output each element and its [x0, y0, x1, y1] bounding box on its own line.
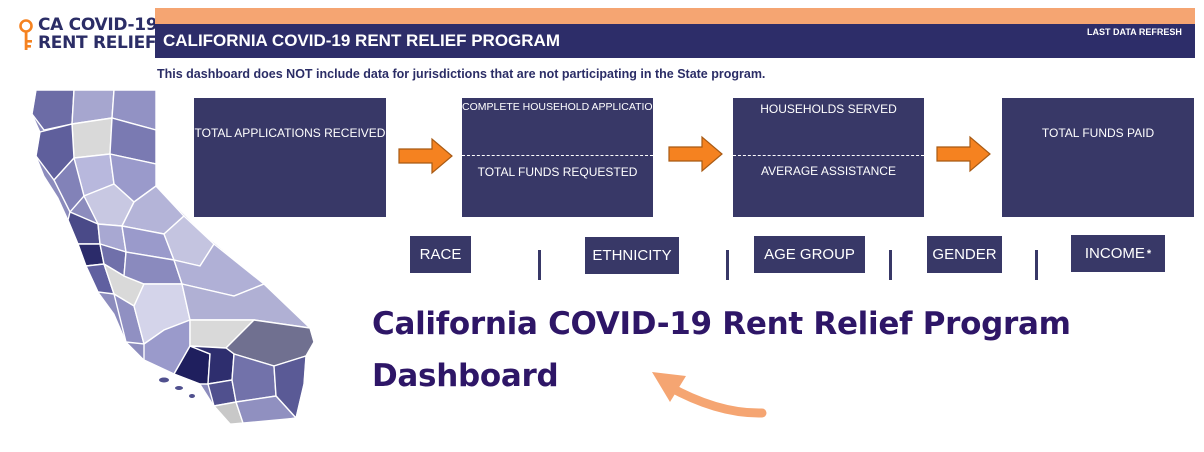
filter-ethnicity-label: ETHNICITY — [592, 247, 672, 264]
curved-arrow-icon — [652, 372, 767, 418]
headline-line-2: Dashboard — [372, 358, 559, 394]
total-funds-paid-card[interactable]: TOTAL FUNDS PAID — [1002, 98, 1194, 217]
filter-age-group-label: AGE GROUP — [764, 246, 855, 263]
total-applications-label: TOTAL APPLICATIONS RECEIVED — [194, 126, 386, 140]
card-notch — [653, 134, 660, 160]
key-icon — [19, 19, 33, 50]
disclaimer-text: This dashboard does NOT include data for… — [157, 67, 766, 81]
average-assistance-label: AVERAGE ASSISTANCE — [761, 164, 896, 178]
filter-race-label: RACE — [419, 246, 462, 263]
header-bar — [155, 24, 1195, 58]
households-served-label: HOUSEHOLDS SERVED — [760, 102, 897, 116]
complete-applications-card[interactable]: COMPLETE HOUSEHOLD APPLICATIONS TOTAL FU… — [462, 98, 668, 217]
flow-arrow-icon — [936, 135, 991, 173]
card-notch — [455, 134, 462, 160]
filter-separator — [889, 250, 892, 280]
filter-separator — [1035, 250, 1038, 280]
filter-income-label: INCOME — [1084, 245, 1145, 262]
logo-line-2: RENT RELIEF — [38, 33, 157, 53]
filter-separator — [538, 250, 541, 280]
card-divider — [462, 155, 653, 156]
filter-ethnicity-button[interactable]: ETHNICITY — [585, 237, 679, 274]
total-applications-card[interactable]: TOTAL APPLICATIONS RECEIVED — [194, 98, 386, 217]
flow-arrow-icon — [668, 135, 723, 173]
flow-arrow-icon — [398, 137, 453, 175]
total-funds-requested-label: TOTAL FUNDS REQUESTED — [477, 165, 638, 179]
headline-line-1: California COVID-19 Rent Relief Program — [372, 306, 1071, 342]
households-served-card[interactable]: HOUSEHOLDS SERVED AVERAGE ASSISTANCE — [733, 98, 924, 217]
filter-income-button[interactable]: INCOME * — [1071, 235, 1165, 272]
complete-applications-label: COMPLETE HOUSEHOLD APPLICATIONS — [462, 101, 668, 113]
filter-age-group-button[interactable]: AGE GROUP — [754, 236, 865, 273]
filter-separator — [726, 250, 729, 280]
filter-gender-button[interactable]: GENDER — [927, 236, 1002, 273]
total-funds-paid-label: TOTAL FUNDS PAID — [1041, 126, 1155, 140]
page-title: CALIFORNIA COVID-19 RENT RELIEF PROGRAM — [163, 31, 560, 50]
filter-race-button[interactable]: RACE — [410, 236, 471, 273]
income-footnote-marker: * — [1146, 247, 1152, 260]
logo: CA COVID-19 RENT RELIEF — [18, 16, 158, 56]
logo-line-1: CA COVID-19 — [38, 15, 158, 35]
filter-gender-label: GENDER — [932, 246, 997, 263]
header-accent-stripe — [155, 8, 1195, 24]
card-divider — [733, 155, 924, 156]
last-data-refresh-label: LAST DATA REFRESH — [1087, 27, 1182, 37]
